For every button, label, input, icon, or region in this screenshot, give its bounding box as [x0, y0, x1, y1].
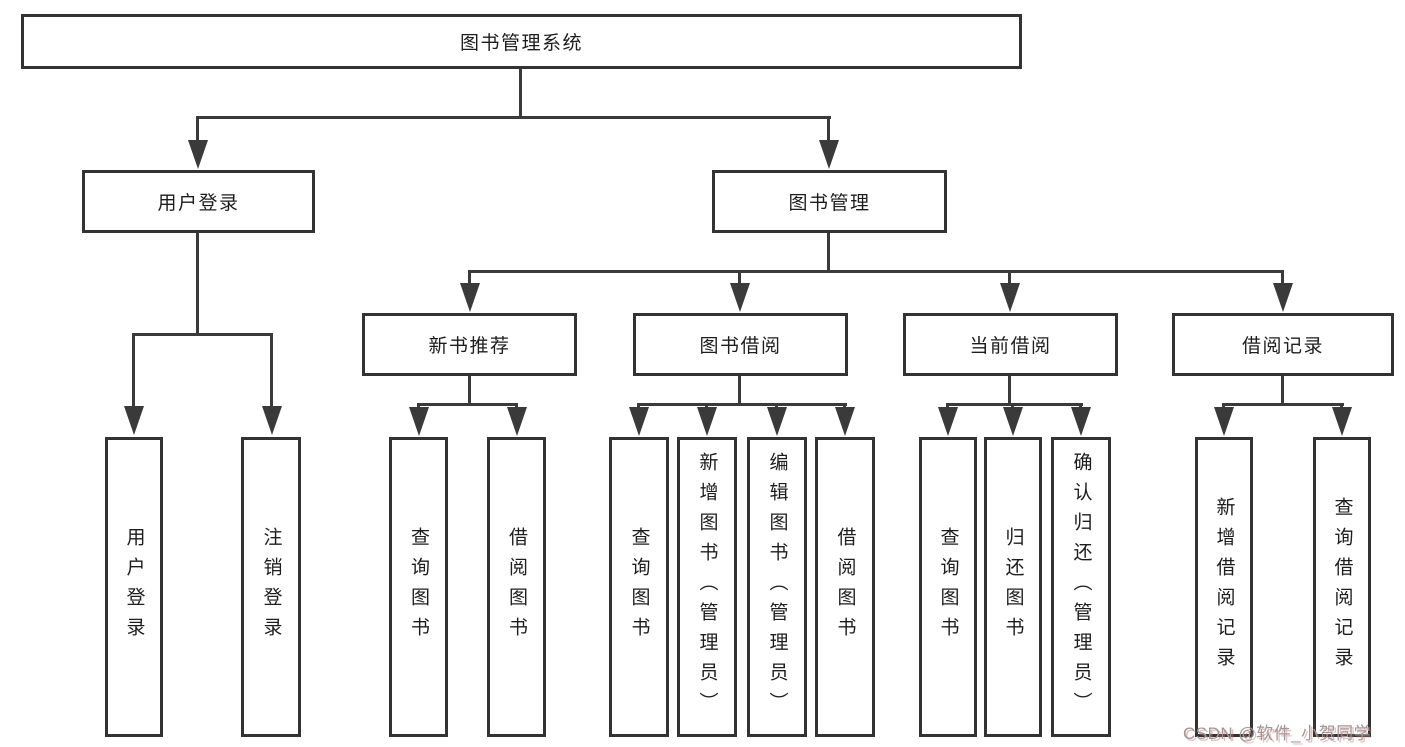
arrow-down-icon [730, 283, 750, 312]
arrow-down-icon [819, 140, 839, 169]
leaf-query-books-3: 查询图书 [919, 437, 977, 737]
arrow-down-icon [409, 407, 429, 436]
leaf-return-books: 归还图书 [984, 437, 1042, 737]
leaf-borrow-books-2: 借阅图书 [815, 437, 875, 737]
arrow-down-icon [262, 406, 282, 435]
arrow-down-icon [1071, 407, 1091, 436]
arrow-down-icon [507, 407, 527, 436]
leaf-query-borrow-record: 查询借阅记录 [1313, 437, 1371, 737]
connector-borrow-stem [738, 376, 741, 406]
arrow-down-icon [938, 407, 958, 436]
node-book-borrow: 图书借阅 [633, 313, 848, 376]
leaf-label: 新增图书（管理员） [696, 452, 718, 722]
arrow-down-icon [767, 407, 787, 436]
leaf-label: 注销登录 [260, 527, 282, 647]
arrow-down-icon [188, 140, 208, 169]
csdn-watermark: CSDN @软件_小贺同学 [1183, 724, 1372, 743]
arrow-down-icon [1214, 407, 1234, 436]
node-root: 图书管理系统 [21, 14, 1022, 69]
node-current-borrow: 当前借阅 [903, 313, 1118, 376]
node-new-book-recommend: 新书推荐 [362, 313, 577, 376]
arrow-down-icon [629, 407, 649, 436]
leaf-label: 确认归还（管理员） [1070, 452, 1092, 722]
leaf-label: 用户登录 [123, 527, 145, 647]
leaf-borrow-books-1: 借阅图书 [487, 437, 546, 737]
arrow-down-icon [1000, 283, 1020, 312]
leaf-add-books-admin: 新增图书（管理员） [677, 437, 737, 737]
leaf-logout: 注销登录 [241, 437, 301, 737]
leaf-label: 查询图书 [628, 527, 650, 647]
connector-current-rail [948, 403, 1083, 406]
leaf-label: 新增借阅记录 [1213, 497, 1235, 677]
leaf-query-books-1: 查询图书 [389, 437, 448, 737]
connector-stem [738, 270, 741, 290]
leaf-label: 编辑图书（管理员） [766, 452, 788, 722]
arrow-down-icon [835, 407, 855, 436]
connector-borrow-rail [639, 403, 847, 406]
connector-userlogin-stem [196, 233, 199, 335]
leaf-user-login: 用户登录 [105, 437, 163, 737]
connector-records-stem [1281, 376, 1284, 406]
leaf-label: 查询借阅记录 [1331, 497, 1353, 677]
connector-stem [827, 116, 830, 148]
connector-stem [132, 333, 135, 413]
node-book-management: 图书管理 [712, 170, 947, 233]
connector-bookmgmt-rail [469, 270, 1283, 273]
leaf-add-borrow-record: 新增借阅记录 [1195, 437, 1253, 737]
leaf-label: 归还图书 [1002, 527, 1024, 647]
connector-current-stem [1008, 376, 1011, 406]
arrow-down-icon [1332, 407, 1352, 436]
leaf-edit-books-admin: 编辑图书（管理员） [747, 437, 807, 737]
node-user-login: 用户登录 [82, 170, 315, 233]
arrow-down-icon [1273, 283, 1293, 312]
connector-stem [1281, 270, 1284, 290]
leaf-label: 查询图书 [937, 527, 959, 647]
leaf-label: 查询图书 [408, 527, 429, 647]
connector-root-stem [519, 69, 522, 117]
leaf-label: 借阅图书 [834, 527, 856, 647]
leaf-query-books-2: 查询图书 [609, 437, 669, 737]
connector-bookmgmt-stem [827, 233, 830, 272]
connector-stem [270, 333, 273, 413]
arrow-down-icon [460, 283, 480, 312]
connector-recommend-rail [418, 403, 518, 406]
leaf-confirm-return-admin: 确认归还（管理员） [1051, 437, 1111, 737]
connector-stem [1008, 270, 1011, 290]
connector-records-rail [1224, 403, 1344, 406]
arrow-down-icon [1003, 407, 1023, 436]
connector-recommend-stem [468, 376, 471, 406]
arrow-down-icon [697, 407, 717, 436]
connector-stem [468, 270, 471, 290]
node-borrow-records: 借阅记录 [1172, 313, 1394, 376]
connector-userlogin-rail [133, 333, 273, 336]
connector-stem [196, 116, 199, 148]
arrow-down-icon [124, 406, 144, 435]
connector-level1-rail [197, 116, 831, 119]
leaf-label: 借阅图书 [506, 527, 527, 647]
